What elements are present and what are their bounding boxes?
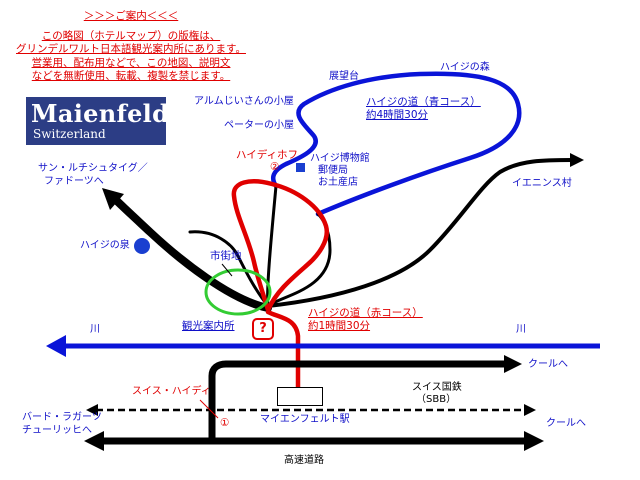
- label-red-course-name: ハイジの道（赤コース）: [308, 307, 423, 319]
- railway-arrow-right-icon: [524, 404, 536, 416]
- road-side-branch: [188, 230, 270, 308]
- label-souvenir: お土産店: [318, 177, 358, 188]
- maienfeld-logo: Maienfeld Switzerland: [26, 97, 170, 145]
- label-peter-hut: ペーターの小屋: [224, 120, 294, 131]
- label-swiss-heidi-number: ①: [220, 417, 230, 429]
- label-sbb-2: （SBB）: [416, 394, 457, 405]
- highway-arrow-left-icon: [84, 431, 104, 451]
- blue-course-route: [270, 71, 522, 217]
- city-area-pointer: [221, 263, 233, 277]
- notice-line: グリンデルワルト日本語観光案内所にあります。: [16, 43, 246, 56]
- label-heidi-spring: ハイジの泉: [80, 240, 130, 251]
- label-heidihof: ハイディホフ: [236, 149, 299, 161]
- label-chur-2: クールへ: [546, 418, 586, 429]
- label-tenboudai: 展望台: [329, 71, 359, 82]
- red-course-to-station: [265, 309, 301, 391]
- notice-line: などを無断使用、転載、複製を禁じます。: [31, 70, 231, 83]
- label-chur-1: クールへ: [528, 359, 568, 370]
- road-to-st-luzisteig: [112, 196, 272, 312]
- label-info-office: 観光案内所: [182, 320, 235, 332]
- label-st-luzisteig-2: ファドーツへ: [44, 176, 104, 187]
- notice-line: この略図（ホテルマップ）の版権は、: [41, 29, 221, 42]
- highway-arrow-right-icon: [524, 431, 544, 451]
- heidi-spring-icon: [134, 238, 150, 254]
- maienfeld-station-icon: [277, 387, 323, 406]
- label-swiss-heidi: スイス・ハイディ: [132, 386, 211, 397]
- label-heidi-forest: ハイジの森: [440, 62, 490, 73]
- label-river-left: 川: [90, 324, 100, 335]
- city-area-circle: [204, 268, 272, 316]
- label-highway: 高速道路: [284, 455, 324, 466]
- label-heidihof-number: ②: [270, 161, 280, 173]
- label-blue-course-time: 約4時間30分: [366, 109, 429, 121]
- copyright-notice: ＞＞＞ご案内＜＜＜ この略図（ホテルマップ）の版権は、 グリンデルワルト日本語観…: [0, 10, 262, 84]
- label-alm-hut: アルムじいさんの小屋: [194, 96, 294, 107]
- chur-road-arrow-icon: [504, 355, 522, 373]
- label-jenins: イエニンス村: [512, 178, 572, 189]
- label-sbb-1: スイス国鉄: [412, 382, 462, 393]
- label-st-luzisteig-1: サン・ルチシュタイグ／: [38, 163, 148, 174]
- label-blue-course-name: ハイジの道（青コース）: [366, 96, 481, 108]
- label-post-office: 郵便局: [318, 165, 348, 176]
- label-museum: ハイジ博物館: [310, 153, 370, 164]
- st-luzisteig-arrow-icon: [102, 188, 124, 210]
- swiss-heidi-pointer: [199, 399, 219, 419]
- notice-line: 営業用、配布用などで、この地図、説明文: [31, 56, 231, 69]
- road-to-jenins: [266, 158, 574, 308]
- river-arrow-icon: [46, 335, 66, 357]
- label-river-right: 川: [516, 324, 526, 335]
- jenins-arrow-icon: [570, 153, 584, 167]
- museum-marker-icon: [296, 163, 305, 172]
- label-bad-ragaz-2: チューリッヒへ: [22, 425, 92, 436]
- label-city-area: 市街地: [210, 250, 242, 262]
- label-bad-ragaz-1: バード・ラガーツ: [22, 412, 102, 423]
- notice-heading: ＞＞＞ご案内＜＜＜: [83, 10, 179, 22]
- railway-arrow-left-icon: [86, 404, 98, 416]
- red-course-route: [231, 179, 330, 311]
- label-red-course-time: 約1時間30分: [308, 320, 371, 332]
- road-to-chur: [208, 360, 506, 438]
- logo-title: Maienfeld: [31, 99, 170, 128]
- logo-subtitle: Switzerland: [33, 127, 106, 141]
- info-office-icon: ?: [252, 318, 274, 340]
- label-station: マイエンフェルト駅: [260, 414, 350, 425]
